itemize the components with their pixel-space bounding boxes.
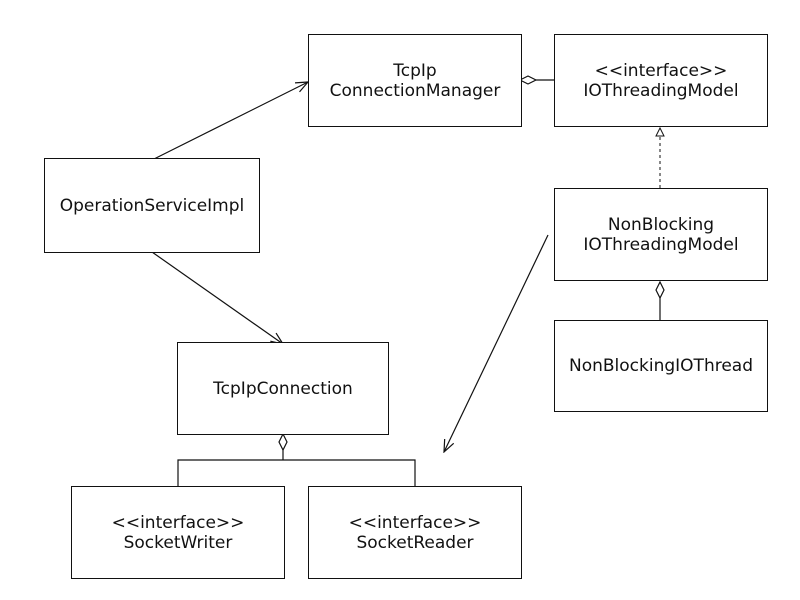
class-tcpip-connection-manager: TcpIp ConnectionManager [308,34,522,127]
class-name-line: TcpIpConnection [213,378,353,399]
aggregation-diamond-connectionmanager [518,75,538,85]
stereotype-label: <<interface>> [111,512,245,533]
class-name-line: OperationServiceImpl [59,195,245,216]
class-name-line-1: TcpIp [393,60,437,81]
stereotype-label: <<interface>> [594,60,728,81]
aggregation-branch-to-socketreader [283,459,416,486]
realization-triangle-head [655,126,665,137]
class-name-line-2: IOThreadingModel [583,234,739,255]
class-non-blocking-io-thread: NonBlockingIOThread [554,320,768,412]
class-name-line: SocketReader [356,532,474,553]
class-non-blocking-io-threading-model: NonBlocking IOThreadingModel [554,188,768,281]
association-operationservice-to-connectionmanager [151,82,308,161]
aggregation-branch-to-socketwriter [177,459,283,486]
class-socket-writer: <<interface>> SocketWriter [71,486,285,579]
aggregation-diamond-nonblocking [655,280,665,300]
class-name-line-2: ConnectionManager [329,80,501,101]
class-tcpip-connection: TcpIpConnection [177,342,389,435]
class-name-line: IOThreadingModel [583,80,739,101]
class-name-line: SocketWriter [123,532,233,553]
stereotype-label: <<interface>> [348,512,482,533]
class-name-line: NonBlockingIOThread [569,356,753,376]
class-operation-service-impl: OperationServiceImpl [44,158,260,253]
class-name-line-1: NonBlocking [607,214,715,235]
association-operationservice-to-tcpipconnection [151,251,283,344]
class-io-threading-model: <<interface>> IOThreadingModel [554,34,768,127]
association-nonblocking-to-socketreader [444,234,549,452]
aggregation-diamond-tcpipconnection [278,432,288,452]
class-socket-reader: <<interface>> SocketReader [308,486,522,579]
